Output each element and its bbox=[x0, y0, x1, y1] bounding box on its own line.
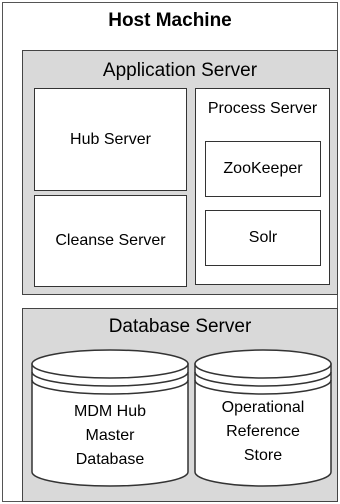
hub-server-box: Hub Server bbox=[34, 88, 187, 191]
zookeeper-box: ZooKeeper bbox=[205, 141, 321, 197]
operational-reference-store-cylinder bbox=[194, 349, 332, 487]
cleanse-server-box: Cleanse Server bbox=[34, 195, 187, 287]
mdm-hub-database-label: MDM Hub Master Database bbox=[73, 403, 146, 468]
hub-server-label: Hub Server bbox=[70, 130, 151, 148]
solr-box: Solr bbox=[205, 210, 321, 266]
host-machine-title: Host Machine bbox=[108, 10, 232, 31]
process-server-title: Process Server bbox=[207, 100, 318, 117]
solr-label: Solr bbox=[248, 229, 278, 246]
application-server-title: Application Server bbox=[102, 60, 258, 81]
zookeeper-label: ZooKeeper bbox=[223, 160, 303, 177]
operational-reference-store-label: Operational Reference Store bbox=[221, 399, 305, 464]
cleanse-server-label: Cleanse Server bbox=[55, 232, 166, 249]
mdm-hub-database-cylinder bbox=[31, 349, 189, 487]
database-server-title: Database Server bbox=[108, 316, 252, 337]
